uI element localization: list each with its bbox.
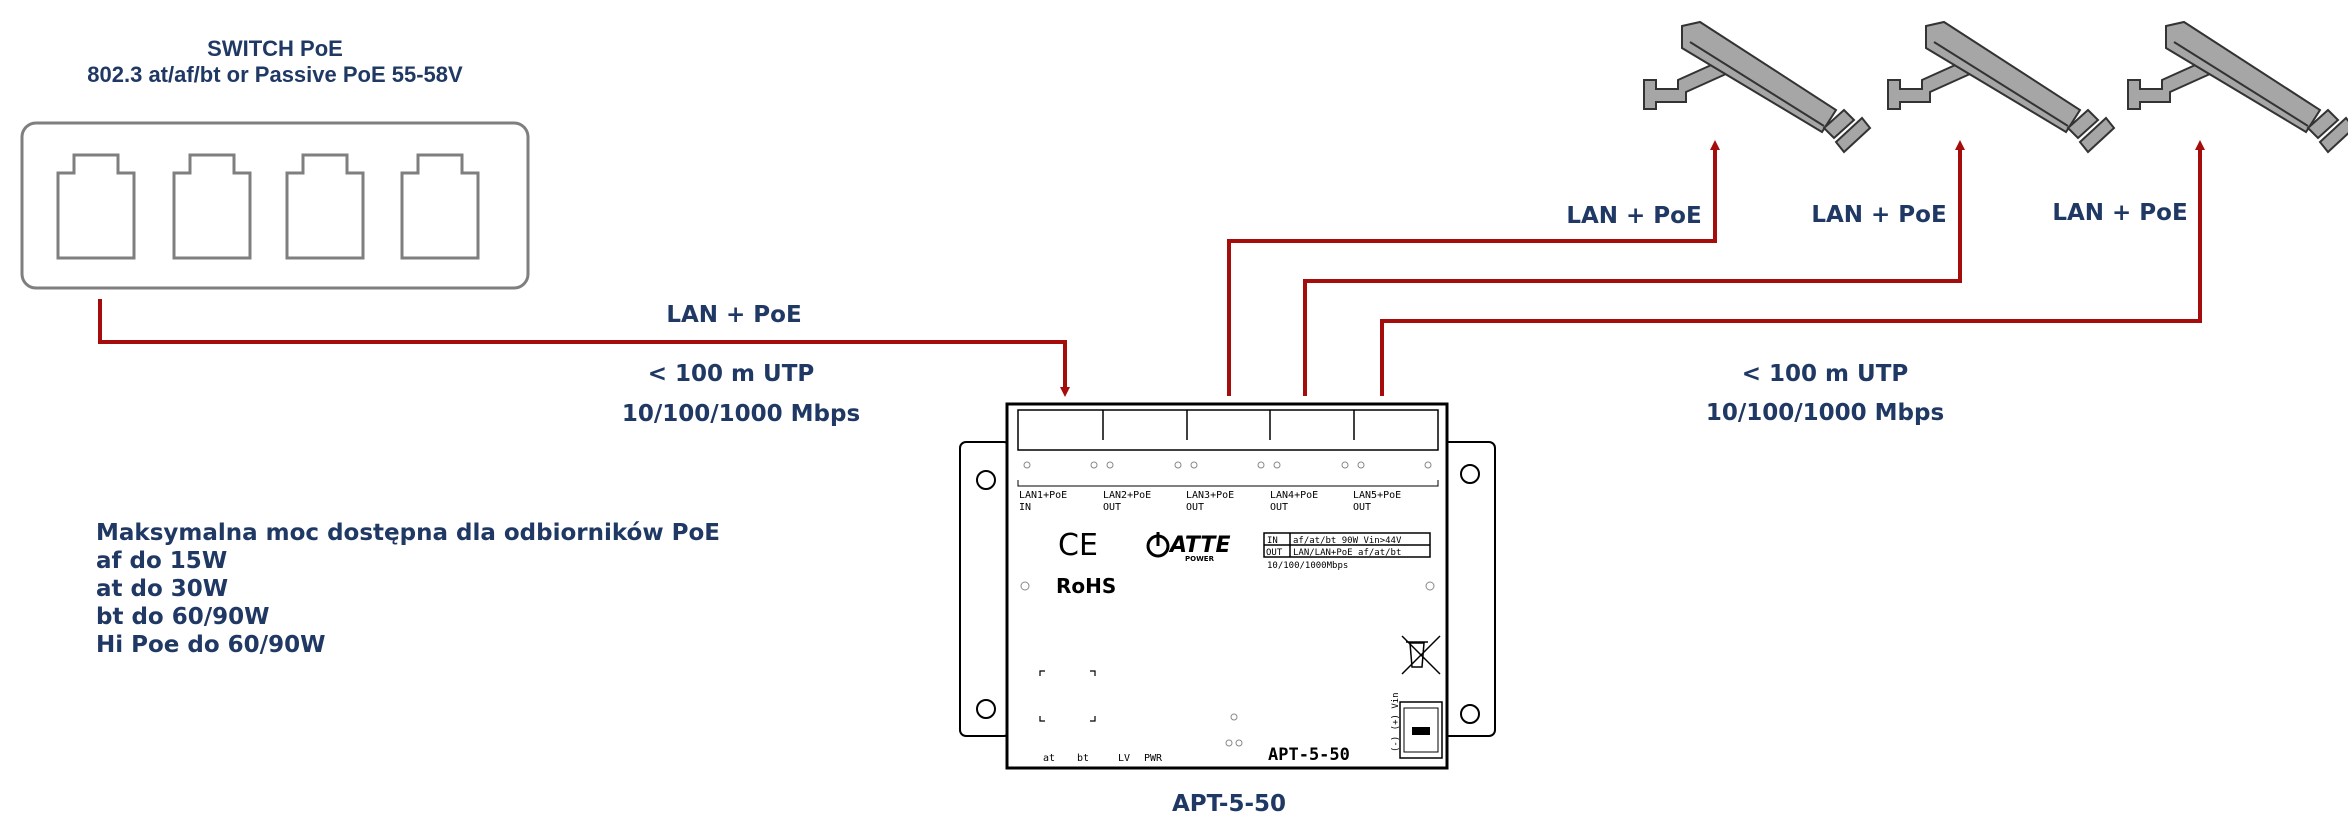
power-info-line: af do 15W (96, 548, 227, 574)
input-cable-label: LAN + PoE (666, 302, 801, 328)
led-label: PWR (1144, 753, 1163, 764)
output-distance-label: < 100 m UTP (1742, 361, 1909, 387)
output-cable-2 (1303, 140, 1965, 396)
power-info-heading: Maksymalna moc dostępna dla odbiorników … (96, 520, 720, 546)
power-info-line: Hi Poe do 60/90W (96, 632, 325, 658)
switch-subtitle: 802.3 at/af/bt or Passive PoE 55-58V (87, 62, 463, 87)
atte-logo: ATTE POWER (1146, 532, 1230, 563)
spec-out-value: LAN/LAN+PoE af/at/bt (1293, 548, 1401, 558)
spec-speed: 10/100/1000Mbps (1267, 561, 1348, 571)
output-cable-3 (1380, 140, 2205, 396)
logo-text: ATTE (1168, 533, 1230, 558)
logo-sub: POWER (1185, 555, 1215, 563)
spec-in-value: af/at/bt 90W Vin>44V (1293, 536, 1402, 546)
port-label: LAN4+PoE (1270, 490, 1318, 501)
output-speed-label: 10/100/1000 Mbps (1706, 400, 1944, 426)
port-label: LAN3+PoE (1186, 490, 1234, 501)
switch-device (20, 121, 530, 290)
rj45-port-1 (56, 153, 136, 260)
spec-in-key: IN (1267, 536, 1278, 546)
power-terminal: (-) (+) Vin (1391, 692, 1443, 759)
camera-1 (1643, 21, 1871, 153)
port-label: LAN1+PoE (1019, 490, 1067, 501)
input-speed-label: 10/100/1000 Mbps (622, 401, 860, 427)
device-caption: APT-5-50 (1172, 791, 1286, 817)
port-dir: OUT (1186, 502, 1204, 513)
camera-2 (1887, 21, 2115, 153)
power-info-line: at do 30W (96, 576, 228, 602)
rohs-mark: RoHS (1056, 574, 1116, 598)
device-model-text: APT-5-50 (1268, 745, 1350, 765)
switch-title: SWITCH PoE (207, 36, 343, 61)
rj45-port-2 (172, 153, 252, 260)
port-dir: OUT (1103, 502, 1121, 513)
output-cable-1 (1227, 140, 1720, 396)
port-label: LAN5+PoE (1353, 490, 1401, 501)
port-label: LAN2+PoE (1103, 490, 1151, 501)
spec-out-key: OUT (1266, 548, 1283, 558)
mount-hole (1460, 704, 1480, 724)
rj45-port-3 (285, 153, 365, 260)
mount-hole (1460, 464, 1480, 484)
camera-1-label: LAN + PoE (1566, 203, 1701, 229)
camera-2-label: LAN + PoE (1811, 202, 1946, 228)
mount-hole (976, 470, 996, 490)
input-distance-label: < 100 m UTP (648, 361, 815, 387)
weee-bin-icon (1401, 635, 1441, 675)
power-info-line: bt do 60/90W (96, 604, 270, 630)
poe-extender-device: LAN1+PoE IN LAN2+PoE OUT LAN3+PoE OUT LA… (959, 402, 1496, 770)
camera-3 (2127, 21, 2348, 153)
led-label: at (1043, 753, 1055, 764)
power-info: Maksymalna moc dostępna dla odbiorników … (96, 520, 720, 658)
spec-table: IN af/at/bt 90W Vin>44V OUT LAN/LAN+PoE … (1263, 532, 1431, 571)
ce-mark: CE (1058, 528, 1098, 563)
vin-label: (-) (+) Vin (1391, 692, 1401, 752)
port-dir: OUT (1353, 502, 1371, 513)
port-dir: IN (1019, 502, 1031, 513)
camera-3-label: LAN + PoE (2052, 200, 2187, 226)
port-dir: OUT (1270, 502, 1288, 513)
input-cable (98, 299, 1070, 397)
mount-hole (976, 699, 996, 719)
led-label: bt (1077, 753, 1089, 764)
led-label: LV (1118, 753, 1130, 764)
rj45-port-4 (400, 153, 480, 260)
